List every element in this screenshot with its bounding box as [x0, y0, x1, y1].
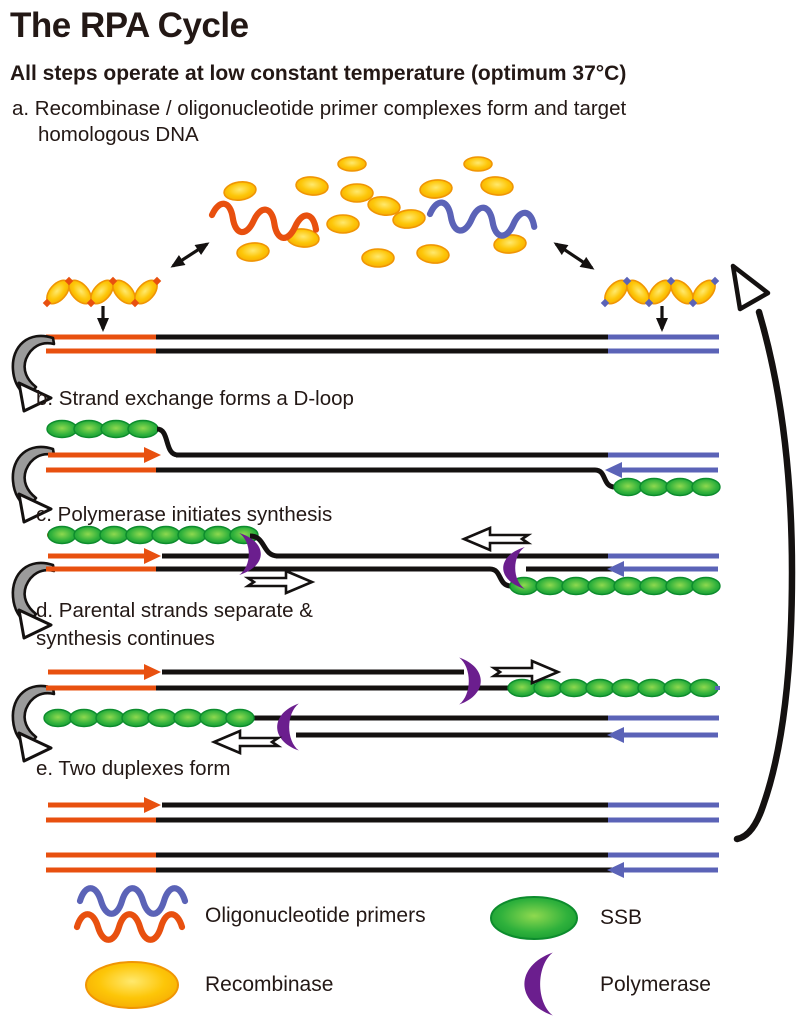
target-dna-duplex: [46, 334, 719, 354]
step-a-label: a. Recombinase / oligonucleotide primer …: [12, 97, 627, 120]
recombinase-primer-filament-left: [42, 276, 162, 308]
step-e-label: e. Two duplexes form: [36, 757, 231, 780]
exchange-arrow-right: [553, 242, 595, 270]
synthesis-direction-arrow-left: [212, 729, 280, 755]
step-d-molecule-2: [43, 703, 719, 755]
step-e-duplex-1: [46, 797, 719, 823]
legend-recombinase-label: Recombinase: [205, 973, 334, 996]
step-c-label: c. Polymerase initiates synthesis: [36, 503, 333, 526]
legend-polymerase-label: Polymerase: [600, 973, 711, 996]
step-b-label: b. Strand exchange forms a D-loop: [36, 387, 354, 410]
polymerase-icon: [277, 703, 299, 751]
subtitle: All steps operate at low constant temper…: [10, 62, 627, 85]
step-d-label-2: synthesis continues: [36, 627, 215, 650]
exchange-arrow-left: [170, 242, 210, 268]
oligonucleotide-primers-icon: [77, 888, 185, 940]
page-title: The RPA Cycle: [10, 6, 249, 45]
legend-ssb-label: SSB: [600, 906, 643, 929]
step-c-structure: [46, 525, 721, 596]
free-reverse-primer: [428, 201, 535, 239]
step-d-label: d. Parental strands separate &: [36, 599, 313, 622]
step-d-molecule-1: [46, 657, 720, 705]
step-e-duplex-2: [46, 852, 719, 878]
ssb-icon: [490, 896, 578, 940]
polymerase-icon: [459, 657, 481, 705]
cycle-return-arrow: [730, 263, 796, 843]
synthesis-direction-arrow-right: [246, 569, 314, 595]
polymerase-icon: [524, 952, 553, 1016]
step-a-label-2: homologous DNA: [38, 123, 199, 146]
recombinase-primer-filament-right: [600, 276, 720, 308]
legend-primers-label: Oligonucleotide primers: [205, 904, 426, 927]
synthesis-direction-arrow-left: [462, 526, 530, 552]
step-b-dloop: [46, 419, 721, 497]
recombinase-icon: [85, 961, 179, 1009]
